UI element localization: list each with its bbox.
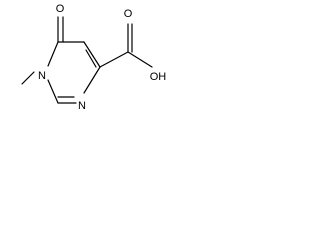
molecule-canvas: O O OH N N	[0, 0, 195, 138]
bond-c5-c4	[83, 41, 101, 68]
bond-c2-n1	[47, 79, 59, 104]
bond-c5-c4-double	[85, 49, 97, 68]
bond-cooh-oh	[127, 51, 153, 68]
bond-c4-n3	[83, 66, 101, 94]
atom-nitrogen-3: N	[78, 100, 86, 112]
bond-c4-cooh	[99, 51, 129, 68]
bond-n1-c6	[47, 41, 59, 67]
atom-acid-oxygen: O	[124, 8, 133, 20]
bond-methyl-n	[21, 71, 35, 85]
atom-hydroxyl-oxygen: OH	[150, 71, 167, 83]
atom-ketone-oxygen: O	[56, 3, 65, 15]
molecule-structure: O O OH N N	[21, 3, 167, 112]
atom-nitrogen-1: N	[38, 70, 46, 82]
